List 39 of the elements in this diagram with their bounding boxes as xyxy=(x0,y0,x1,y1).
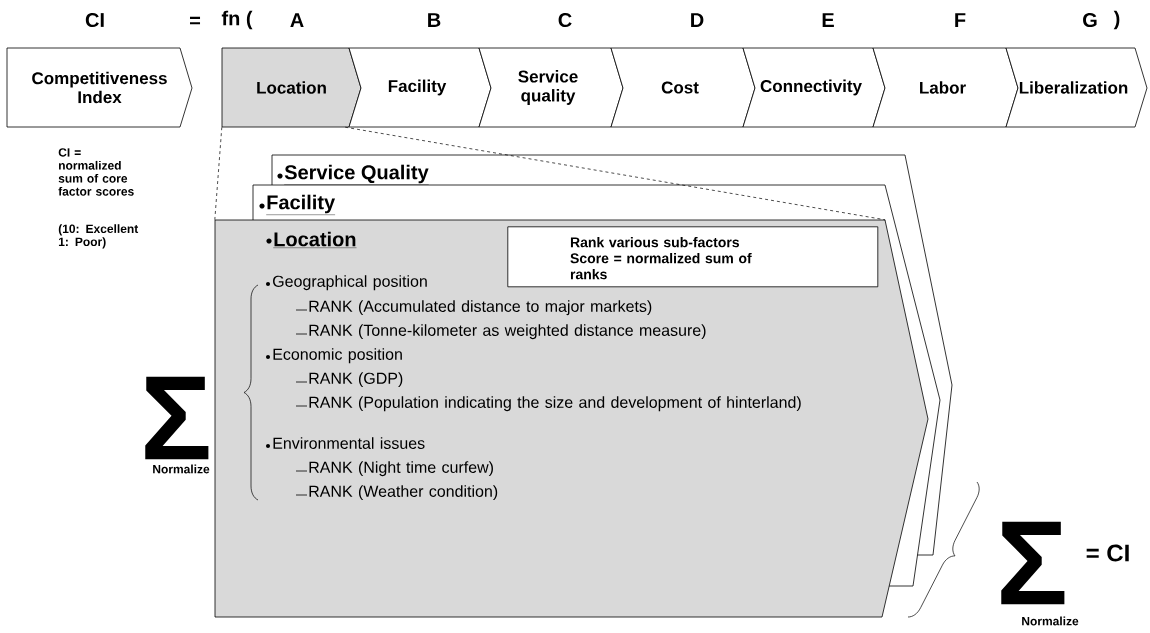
note-box: Rank various sub-factors Score = normalized sum of ranks xyxy=(507,226,879,288)
equation-text: = CI xyxy=(1086,544,1129,562)
heading-label: ) xyxy=(1113,10,1120,30)
heading-label: B xyxy=(428,13,441,27)
heading-label: = xyxy=(190,16,200,25)
list-item: RANK (Population indicating the size and development of hinterland) xyxy=(295,396,801,412)
note-text: CI = normalized sum of core factor scores xyxy=(58,148,134,196)
list-item: Environmental issues xyxy=(266,437,425,449)
sum-caption: Normalize xyxy=(1022,616,1079,626)
node-label: Liberalization xyxy=(1019,81,1128,94)
list-item: Geographical position xyxy=(266,275,427,291)
leader-line xyxy=(214,126,223,221)
list-item: RANK (Weather condition) xyxy=(295,485,498,501)
list-item: RANK (GDP) xyxy=(295,372,403,388)
list-item: RANK (Accumulated distance to major markets) xyxy=(295,300,652,316)
factor-box: Service quality xyxy=(478,47,624,128)
factor-box: Connectivity xyxy=(742,47,886,128)
sum-caption: Normalize xyxy=(153,464,210,474)
factor-box: Labor xyxy=(872,47,1019,128)
card-tab: Facility xyxy=(259,194,336,215)
heading-label: E xyxy=(822,13,834,27)
heading-label: fn ( xyxy=(221,10,253,30)
heading-label: F xyxy=(955,13,966,27)
list-item: RANK (Night time curfew) xyxy=(295,461,493,477)
factor-box: Cost xyxy=(610,47,756,128)
factor-box: Facility xyxy=(348,47,492,128)
heading-label: G xyxy=(1083,12,1097,28)
heading-label: C xyxy=(558,12,572,28)
factor-box: Liberalization xyxy=(1005,47,1148,128)
list-item: Economic position xyxy=(266,348,402,364)
list-item: RANK (Tonne-kilometer as weighted distance measure) xyxy=(295,324,706,340)
heading-label: D xyxy=(691,13,704,27)
sum-symbol: Σ xyxy=(145,376,209,460)
heading-label: CI xyxy=(85,12,104,28)
heading-label: A xyxy=(290,13,304,27)
index-box: Competitiveness Index xyxy=(6,47,193,128)
factor-box: Location xyxy=(221,47,362,128)
note-text: (10: Excellent 1: Poor) xyxy=(58,224,139,249)
sum-symbol: Σ xyxy=(1001,521,1065,605)
